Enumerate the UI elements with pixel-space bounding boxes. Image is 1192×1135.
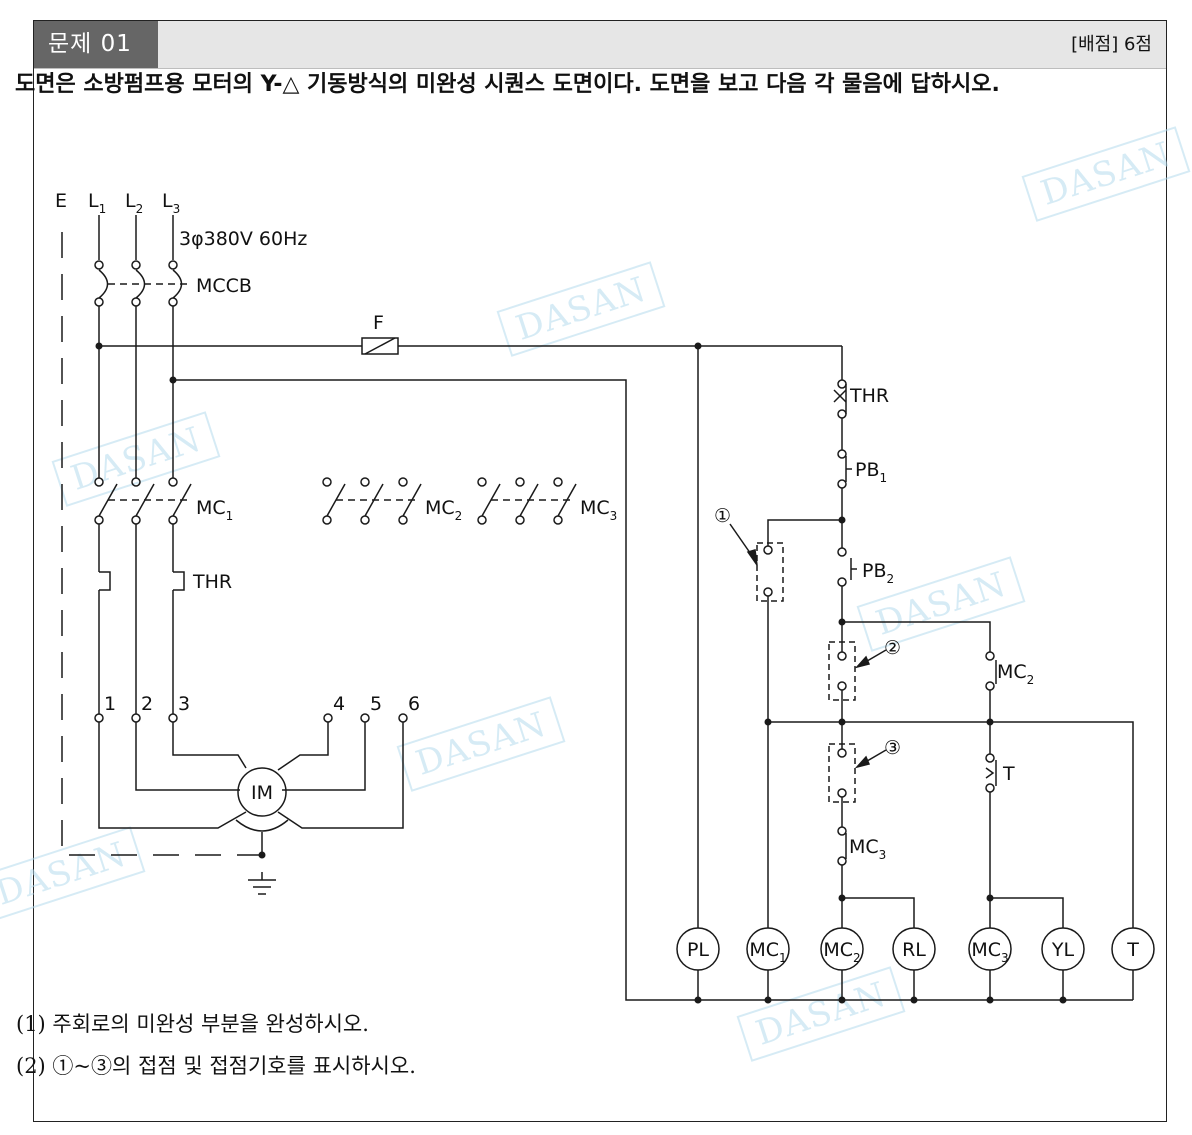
pb2-label: PB2 [862, 560, 894, 586]
terminal-3: 3 [178, 693, 190, 715]
load-mc3-label: MC3 [971, 939, 1008, 965]
load-pl-label: PL [687, 939, 709, 961]
main-wiring [98, 306, 1133, 1001]
blank-contact-3 [828, 743, 887, 803]
problem-header: 문제 01 [배점] 6점 [34, 21, 1166, 69]
mccb-label: MCCB [196, 275, 252, 297]
mc3-aux-contact [837, 826, 847, 866]
earth-line [61, 232, 276, 895]
mc2-contacts [322, 477, 422, 525]
terminal-6: 6 [408, 693, 420, 715]
blank-contact-1 [729, 523, 784, 602]
question-text: 도면은 소방펌프용 모터의 Y-△ 기동방식의 미완성 시퀀스 도면이다. 도면… [15, 72, 1000, 97]
thr-heaters [98, 524, 185, 714]
mccb-breaker [94, 260, 190, 307]
motor-label: IM [251, 782, 273, 804]
sub-question-1: (1) 주회로의 미완성 부분을 완성하시오. [16, 1012, 369, 1036]
supply-lines [98, 215, 174, 260]
pb1-label: PB1 [855, 459, 887, 485]
load-rl-label: RL [902, 939, 926, 961]
control-wiring [697, 346, 1134, 1000]
fuse [361, 337, 399, 355]
marker-3: ③ [884, 737, 901, 759]
mc3-label: MC3 [580, 497, 617, 523]
mc3-contacts [477, 477, 577, 525]
mc3-aux-label: MC3 [849, 836, 886, 862]
motor-wiring [98, 722, 404, 855]
mc1-label: MC1 [196, 497, 233, 523]
mc2-aux-label: MC2 [997, 661, 1034, 687]
marker-1: ① [714, 505, 731, 527]
pb2-contact [837, 547, 857, 587]
terminal-1: 1 [104, 693, 116, 715]
fuse-label: F [373, 312, 384, 334]
blank-contact-2 [828, 641, 887, 701]
pb1-contact [837, 449, 852, 489]
thr-label: THR [192, 571, 232, 593]
timer-contact [985, 753, 997, 793]
terminal-5: 5 [370, 693, 382, 715]
mc2-label: MC2 [425, 497, 462, 523]
line-l1-label: L1 [88, 190, 106, 216]
problem-frame: 문제 01 [배점] 6점 [33, 20, 1167, 1122]
thr-nc-contact [833, 379, 847, 419]
load-mc2-label: MC2 [823, 939, 860, 965]
mc1-contacts [94, 477, 192, 525]
sub-question-2: (2) ①~③의 접점 및 접점기호를 표시하시오. [16, 1054, 416, 1078]
earth-label: E [55, 190, 67, 212]
load-symbols [676, 927, 1155, 971]
terminal-4: 4 [333, 693, 345, 715]
timer-contact-label: T [1002, 763, 1015, 785]
junction-dots [95, 342, 1067, 1004]
mc2-aux-contact [985, 651, 997, 691]
marker-2: ② [884, 637, 901, 659]
line-l2-label: L2 [125, 190, 143, 216]
thr-contact-label: THR [849, 385, 889, 407]
motor-terminals [94, 713, 408, 723]
score-label: [배점] 6점 [1071, 34, 1152, 55]
load-yl-label: YL [1051, 939, 1075, 961]
load-t-label: T [1126, 939, 1139, 961]
problem-number-tag: 문제 01 [34, 21, 158, 68]
supply-spec-label: 3φ380V 60Hz [179, 228, 307, 250]
load-mc1-label: MC1 [749, 939, 786, 965]
line-l3-label: L3 [162, 190, 180, 216]
terminal-2: 2 [141, 693, 153, 715]
motor-symbol [237, 767, 287, 817]
